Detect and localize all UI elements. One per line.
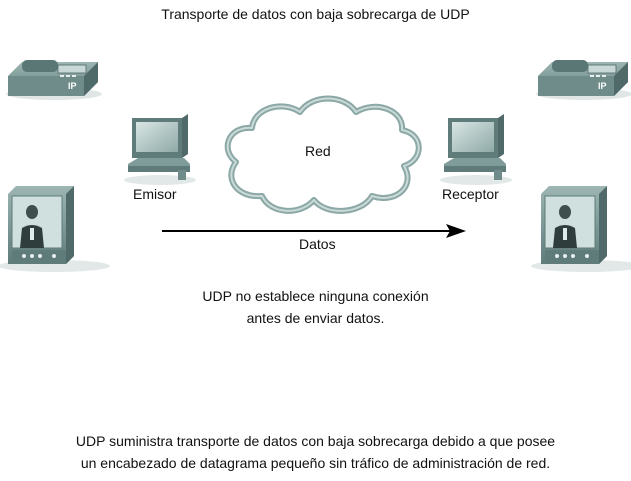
network-label: Red — [305, 143, 331, 159]
sender-label: Emisor — [133, 186, 177, 202]
page-title: Transporte de datos con baja sobrecarga … — [161, 6, 470, 22]
data-arrow — [162, 224, 466, 238]
caption: UDP suministra transporte de datos con b… — [0, 430, 631, 474]
ip-phone-left-icon: IP — [6, 60, 102, 100]
arrow-label: Datos — [299, 236, 336, 252]
network-cloud-icon — [224, 95, 422, 214]
receiver-label: Receptor — [442, 186, 499, 202]
note-line-2: antes de enviar datos. — [246, 310, 385, 326]
ip-badge-left: IP — [68, 81, 77, 91]
ip-badge-right: IP — [598, 81, 607, 91]
receiver-computer-icon — [440, 114, 512, 185]
video-terminal-right-icon — [531, 186, 631, 272]
sender-computer-icon — [124, 114, 196, 185]
caption-line-2: un encabezado de datagrama pequeño sin t… — [80, 455, 551, 471]
ip-phone-right-icon: IP — [536, 60, 631, 100]
note-line-1: UDP no establece ninguna conexión — [202, 288, 429, 304]
connection-note: UDP no establece ninguna conexión antes … — [0, 285, 631, 329]
caption-line-1: UDP suministra transporte de datos con b… — [75, 433, 556, 449]
video-terminal-left-icon — [0, 186, 110, 272]
